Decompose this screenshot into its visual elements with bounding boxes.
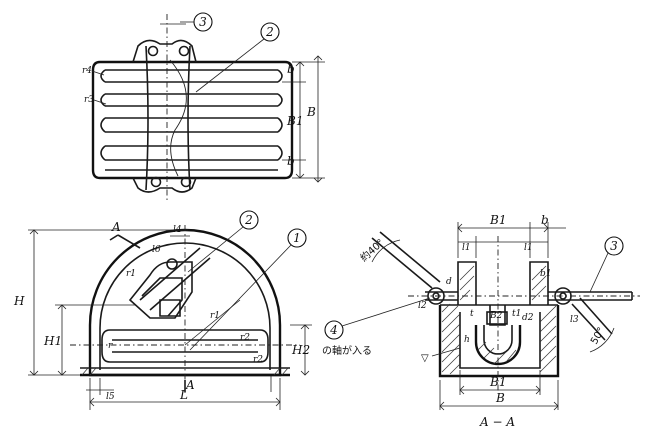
section-view: B1 b l1 l1 B2 B1 B d t l2 h b1 d2 l3 t1 …	[322, 213, 640, 429]
dim-b-section: b	[541, 213, 549, 227]
dim-l5: l5	[106, 392, 115, 402]
dim-l2: l2	[418, 301, 427, 311]
finish-symbol: ▽	[421, 353, 429, 364]
callout-3-section	[604, 236, 624, 256]
top-pin-hole-right	[178, 45, 190, 57]
dim-H: H	[13, 294, 25, 308]
dim-l1-left: l1	[462, 243, 471, 253]
bottom-lug	[132, 177, 197, 193]
top-view-dimensions	[282, 55, 325, 183]
section-hatch	[441, 265, 557, 375]
front-view-pin-hole	[166, 258, 178, 270]
front-base-hatch	[81, 367, 289, 376]
dim-H1: H1	[43, 334, 62, 348]
top-lug	[132, 39, 197, 63]
dim-B2: B2	[489, 311, 503, 321]
dim-d: d	[446, 277, 452, 287]
bottom-pin-hole-right	[180, 176, 192, 188]
strap-left	[145, 45, 149, 191]
r2-small-front: r2	[253, 355, 263, 365]
top-view: 3 2 r4 r3 b B1 b B	[82, 12, 325, 200]
dim-d2: d2	[522, 313, 534, 323]
callout-3-top-label: 3	[199, 15, 207, 29]
dim-B1-section-bottom: B1	[489, 375, 506, 389]
dim-L: L	[179, 388, 188, 402]
top-view-outline	[91, 60, 294, 180]
r1-inner: r1	[210, 311, 220, 321]
dim-b1-section: b1	[540, 269, 552, 279]
callout-3-section-label: 3	[610, 239, 618, 253]
callout-2-front-label: 2	[244, 213, 253, 227]
section-left-flange	[457, 261, 477, 305]
dim-B1-section-top: B1	[489, 213, 506, 227]
r-front: r	[108, 341, 113, 351]
section-inner-cavity	[459, 312, 541, 369]
dim-t: t	[470, 309, 474, 319]
dim-l6: l6	[152, 245, 161, 255]
callout-4-label: 4	[329, 323, 338, 337]
dim-l3: l3	[570, 315, 579, 325]
front-view-slot	[101, 329, 269, 363]
r4-label: r4	[82, 66, 92, 76]
dim-l1-right: l1	[524, 243, 533, 253]
front-view: A A 2 1 r1 r1 r2 r r2 l4 l6	[13, 210, 312, 410]
callout-2-front	[239, 210, 259, 230]
dim-h: h	[464, 335, 470, 345]
dim-b-bottom: b	[287, 154, 295, 168]
callout-4	[324, 320, 344, 340]
top-pin-hole-left	[147, 45, 159, 57]
section-bearing-seat	[474, 325, 522, 366]
dim-b-top: b	[287, 62, 295, 76]
shaft-note: の軸が入る	[322, 344, 372, 357]
callout-2-top-label: 2	[265, 25, 274, 39]
r1-front: r1	[126, 269, 136, 279]
dim-H2: H2	[291, 343, 310, 357]
r2-front: r2	[240, 333, 250, 343]
dim-t1: t1	[512, 309, 521, 319]
section-left-arm	[371, 237, 433, 289]
section-title: A − A	[479, 415, 515, 429]
strap-right	[187, 45, 191, 191]
section-right-arm	[571, 303, 606, 341]
section-right-flange	[529, 261, 549, 305]
dim-B-section: B	[495, 391, 505, 405]
front-view-dimensions	[28, 229, 312, 410]
section-housing	[438, 305, 560, 378]
section-mark-A-bottom: A	[185, 378, 195, 392]
bottom-pin-hole-left	[150, 176, 162, 188]
dim-B-top: B	[306, 105, 316, 119]
angle-note-left: 約40°	[357, 236, 386, 264]
dim-B1-top: B1	[286, 114, 303, 128]
callout-1-label: 1	[293, 231, 301, 245]
callout-1	[287, 228, 307, 248]
section-dimensions	[371, 222, 615, 411]
r3-label: r3	[84, 95, 94, 105]
section-line-A	[117, 234, 141, 249]
front-view-arch	[88, 228, 282, 377]
front-view-lug	[128, 261, 193, 319]
callout-2-top	[260, 22, 280, 42]
section-mark-A-top: A	[111, 220, 121, 234]
top-view-ribs	[100, 69, 283, 171]
